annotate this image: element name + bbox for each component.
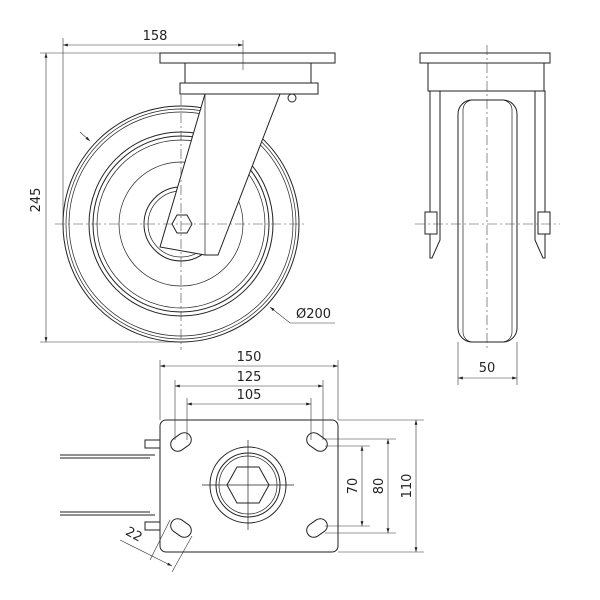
dim-hole-outer-label: 125 (237, 370, 262, 385)
dim-offset-label: 158 (143, 29, 168, 44)
grease-nipple (287, 93, 297, 103)
wheel-bottom (60, 454, 155, 516)
swivel-flange (179, 82, 319, 95)
front-view: 50 (415, 45, 560, 385)
dim-slot-label: 22 (123, 524, 145, 545)
mounting-slots (170, 432, 328, 538)
dim-hole-inner-label: 105 (237, 388, 262, 403)
dim-wheel-width-label: 50 (479, 361, 496, 376)
dim-hole-inner-v-label: 70 (346, 478, 361, 495)
wheel-front (457, 99, 518, 343)
dim-hole-outer-v-label: 80 (372, 478, 387, 495)
side-view: 245 158 Ø200 (29, 29, 336, 350)
top-plate-front (419, 52, 551, 64)
axle-nut-right (537, 211, 551, 235)
axle-nut-left (424, 211, 438, 235)
swivel-housing (184, 62, 312, 84)
top-plate-side (159, 52, 336, 64)
dim-plate-width-label: 150 (237, 350, 262, 365)
dim-diameter-label: Ø200 (296, 307, 331, 322)
bottom-view: 150 125 105 110 80 70 22 (60, 350, 424, 573)
dim-height-label: 245 (29, 188, 44, 213)
swivel-housing-front (427, 62, 545, 92)
dim-plate-length-label: 110 (400, 474, 415, 499)
